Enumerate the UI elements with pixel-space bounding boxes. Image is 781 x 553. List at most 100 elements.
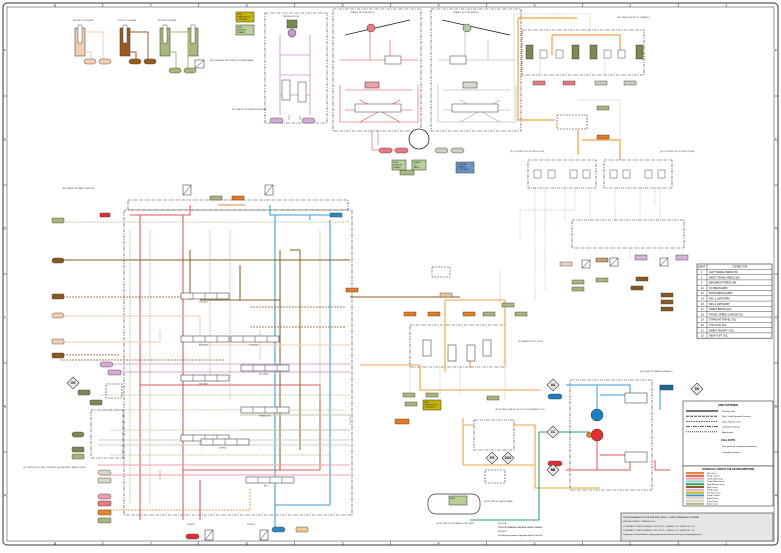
spool-boom-i-: BOOM(I)	[180, 374, 230, 386]
swing-port-b	[301, 117, 316, 124]
status-box-fill	[235, 24, 255, 36]
filter-pilot-lines	[462, 418, 600, 489]
pump2-pressure-tag	[659, 384, 674, 391]
pump1-symbol	[590, 428, 604, 442]
spool-label: BOOM(II)	[259, 374, 269, 376]
connector-ident: 21	[701, 329, 704, 332]
travel-left-lines	[339, 30, 419, 151]
diamond-shape	[485, 451, 499, 465]
cylinder-port	[183, 67, 197, 74]
sensor-tags-right	[559, 254, 689, 312]
cylinder-rod	[122, 24, 128, 44]
status-box-fill	[391, 159, 407, 171]
status-box-fill	[422, 399, 442, 411]
note-b-label: NOTE B:	[498, 531, 507, 533]
pilot-travel-valve-box	[521, 29, 645, 76]
callout-legend-label: Taps (pressure, sampling, temperature)	[722, 445, 757, 448]
grid-row-label-left: B	[4, 404, 7, 409]
circuit-color-label: Boom Circuit	[707, 503, 718, 506]
manifold-solenoids	[422, 339, 492, 362]
sensor-label: (XX) SENSOR GP BOOM CYLINDER HEAD	[210, 59, 254, 62]
case-drain-label: (X) FILTER GP CASE DRAIN	[484, 500, 513, 503]
pump2-regulator	[624, 392, 648, 404]
manifold-port-tags	[345, 169, 528, 425]
status-box-label: ENG	[394, 162, 399, 164]
grid-row-label-right: A	[775, 493, 778, 498]
circuit-color-label: Travel (Right) Circuit	[707, 480, 725, 483]
manifold-drain-lines	[409, 270, 506, 400]
grid-col-label-top: 5	[341, 2, 344, 7]
main-pump-box	[569, 379, 653, 491]
manifold-label: (X) MANIFOLD GP PILOT	[518, 340, 544, 343]
status-box-fill	[411, 159, 427, 171]
pump1-lines	[130, 205, 321, 520]
pump-pressure-sensors	[182, 184, 274, 541]
connector-ident: 13	[701, 292, 704, 295]
note-a-label: NOTE A:	[498, 522, 507, 525]
boom-pilot-lines	[60, 221, 350, 505]
cylinder-line	[130, 31, 149, 59]
callout-sos: SOS	[501, 451, 515, 465]
travel-left-title: TRAVEL MOTOR (LEFT)	[350, 11, 375, 14]
connector-ident: 19	[701, 319, 704, 322]
manifold-pilot-lines	[360, 299, 540, 391]
shuttle-valve-box	[571, 219, 685, 249]
status-box-label: ENG	[425, 402, 430, 404]
grid-row-label-right: E	[775, 137, 778, 142]
control-left-label: (X) CONTROL GP JOYSTICK (LH)	[510, 151, 544, 153]
diamond-label: SOS	[505, 456, 512, 460]
callout-pg: PG	[485, 451, 499, 465]
load-control-valve-box	[90, 409, 124, 459]
status-box-label: MOTOR	[394, 165, 403, 167]
connector-ident: 17	[701, 308, 704, 311]
connector-ident: 15	[701, 303, 704, 306]
spool-label: BOOM(I)	[199, 384, 208, 386]
circuit-color-swatch	[686, 500, 704, 502]
grid-col-label-top: 2	[629, 2, 632, 7]
spool-swing: SWING	[200, 438, 250, 450]
diamond-label: PG	[490, 456, 495, 460]
boom-sensor-slash	[194, 59, 205, 69]
circuit-color-swatch	[686, 483, 704, 486]
spool-label: STICK(II)	[249, 345, 258, 347]
circuit-color-label: Pump 2 Circuit	[707, 494, 720, 497]
travel-left-spool	[354, 103, 402, 113]
travel-left-motor-symbol	[366, 23, 376, 33]
grid-row-label-right: F	[775, 48, 778, 53]
travel-right-spool	[451, 103, 499, 113]
swing-port-a	[269, 117, 284, 124]
straight-travel-line	[98, 488, 251, 511]
connector-ident: 3	[701, 282, 703, 285]
status-box-label: DRAIN	[414, 161, 421, 164]
grid-row-label-left: E	[4, 137, 7, 142]
cylinder-line	[170, 31, 189, 68]
travel-right-swashplate	[441, 19, 511, 36]
status-box-label: CONTROL	[458, 169, 469, 171]
joystick-cartridges	[533, 169, 666, 179]
travel-left-counterbalance	[364, 81, 380, 89]
status-box-label: RMI	[451, 498, 455, 500]
swing-valve-label: (XX) VALVE GP SWING CUSHION	[232, 108, 267, 111]
status-box-label: PRECISION	[425, 405, 437, 407]
pump-label: (X) PUMP GP MAIN HYDRAULIC	[640, 370, 673, 373]
grid-row-label-right: C	[775, 315, 778, 320]
diamond-shape	[546, 378, 560, 392]
spool-label: STICK(I)	[199, 302, 208, 304]
swing-motor-box	[264, 12, 328, 124]
travel-motor-left-box	[332, 8, 422, 132]
pump1-port-label: PUMP 1	[187, 524, 196, 526]
pump1-outlet-tag	[547, 460, 563, 467]
hydraulic-tank	[427, 493, 481, 515]
connector-name: HEAVY LIFT SOL	[709, 335, 729, 338]
title-part-number-1: SCHEMATIC PART NUMBER: XXX-XXXX, CHANGE:…	[623, 525, 695, 528]
travel-left-speed-valve	[384, 55, 402, 65]
cylinder-port	[83, 58, 97, 65]
circuit-color-label: Pump 1 Circuit	[707, 475, 720, 478]
grid-row-label-left: C	[4, 315, 7, 320]
diamond-shape	[690, 382, 704, 396]
